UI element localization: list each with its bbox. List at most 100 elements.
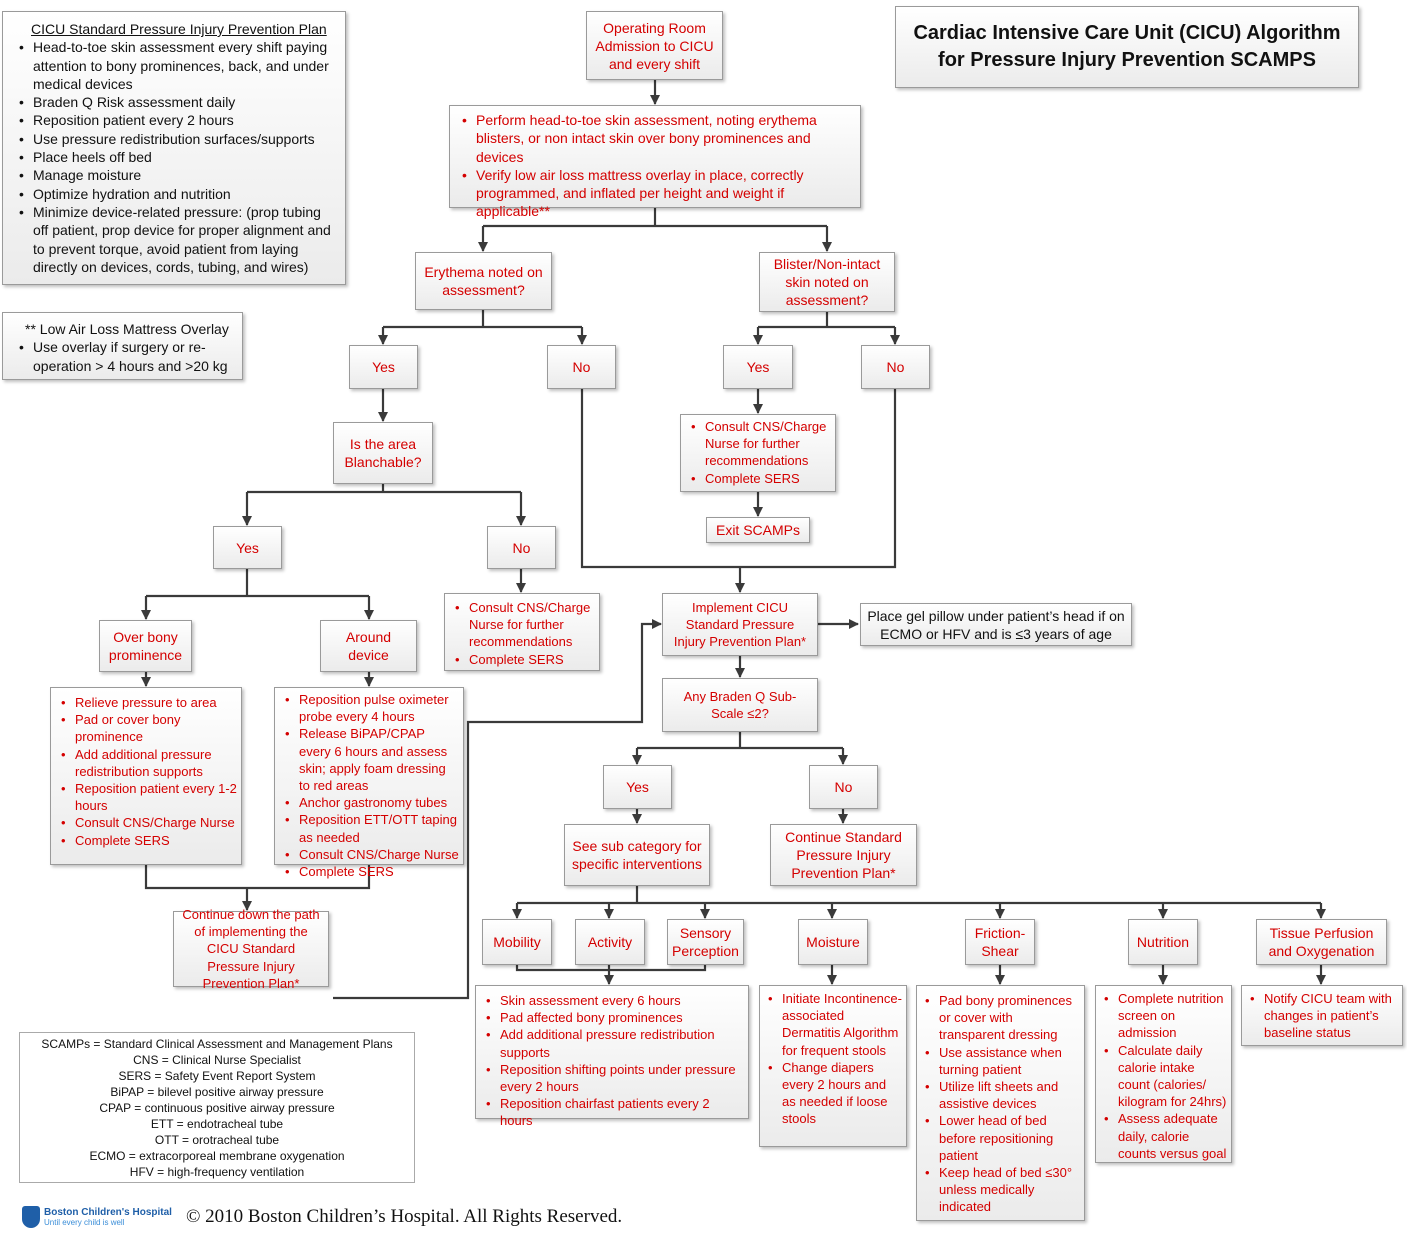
node-blanchable-no: No: [487, 526, 556, 569]
list-item: Pad affected bony prominences: [486, 1009, 744, 1026]
hospital-logo: Boston Children's Hospital Until every c…: [22, 1206, 172, 1228]
list-item: Calculate daily calorie intake count (ca…: [1104, 1042, 1227, 1111]
list-item: Pad bony prominences or cover with trans…: [925, 992, 1080, 1044]
list-item: Reposition chairfast patients every 2 ho…: [486, 1095, 744, 1129]
standard-plan-list: Head-to-toe skin assessment every shift …: [13, 38, 337, 276]
node-blister-consult: Consult CNS/Charge Nurse for further rec…: [680, 414, 836, 492]
list-item: Change diapers every 2 hours and as need…: [768, 1059, 902, 1128]
node-around-device: Around device: [320, 620, 417, 672]
node-device-actions: Reposition pulse oximeter probe every 4 …: [274, 687, 464, 880]
legend-item: OTT = orotracheal tube: [154, 1133, 280, 1147]
shield-icon: [22, 1206, 40, 1228]
node-blister-yes: Yes: [723, 345, 793, 389]
overlay-note-heading: ** Low Air Loss Mattress Overlay: [25, 321, 229, 337]
list-item: Consult CNS/Charge Nurse for further rec…: [455, 599, 595, 651]
page-title: Cardiac Intensive Care Unit (CICU) Algor…: [895, 6, 1359, 88]
node-friction-shear: Friction-Shear: [965, 919, 1035, 965]
node-braden-question: Any Braden Q Sub-Scale ≤2?: [662, 678, 818, 732]
list-item: Use overlay if surgery or re-operation >…: [19, 338, 234, 375]
list-item: Reposition patient every 1-2 hours: [61, 780, 237, 814]
abbreviations-legend: SCAMPs = Standard Clinical Assessment an…: [19, 1032, 415, 1183]
node-continue-path: Continue down the path of implementing t…: [173, 907, 329, 991]
legend-item: BiPAP = bilevel positive airway pressure: [110, 1085, 324, 1099]
list-item: Minimize device-related pressure: (prop …: [19, 203, 337, 276]
node-tissue-actions: Notify CICU team with changes in patient…: [1241, 985, 1403, 1046]
node-blanchable-question: Is the area Blanchable?: [333, 422, 433, 484]
edge: [333, 619, 662, 1000]
list-item: Complete SERS: [285, 863, 459, 880]
node-blister-no: No: [861, 345, 930, 389]
list-item: Complete SERS: [61, 832, 237, 849]
node-erythema-no: No: [547, 345, 616, 389]
node-implement-plan: Implement CICU Standard Pressure Injury …: [662, 593, 818, 656]
node-blanchable-yes: Yes: [213, 526, 282, 569]
list-item: Add additional pressure redistribution s…: [61, 746, 237, 780]
list-item: Notify CICU team with changes in patient…: [1250, 990, 1398, 1042]
legend-item: CPAP = continuous positive airway pressu…: [99, 1101, 335, 1115]
list-item: Reposition pulse oximeter probe every 4 …: [285, 691, 459, 725]
legend-item: SERS = Safety Event Report System: [118, 1069, 316, 1083]
list-item: Optimize hydration and nutrition: [19, 185, 337, 204]
copyright-notice: © 2010 Boston Children’s Hospital. All R…: [186, 1206, 623, 1227]
list-item: Anchor gastronomy tubes: [285, 794, 459, 811]
list-item: Use assistance when turning patient: [925, 1044, 1080, 1078]
node-erythema-question: Erythema noted on assessment?: [415, 252, 552, 310]
list-item: Lower head of bed before repositioning p…: [925, 1112, 1080, 1164]
node-nutrition-actions: Complete nutrition screen on admission C…: [1095, 985, 1232, 1163]
node-mobility-actions: Skin assessment every 6 hours Pad affect…: [475, 985, 749, 1128]
list-item: Complete nutrition screen on admission: [1104, 990, 1227, 1042]
list-item: Place heels off bed: [19, 148, 337, 167]
list-item: Relieve pressure to area: [61, 694, 237, 711]
standard-plan-panel: CICU Standard Pressure Injury Prevention…: [2, 11, 346, 285]
legend-item: HFV = high-frequency ventilation: [129, 1165, 305, 1179]
node-over-bony-prominence: Over bony prominence: [99, 620, 192, 672]
edge: [580, 389, 740, 569]
node-moisture-actions: Initiate Incontinence-associated Dermati…: [759, 985, 907, 1147]
node-moisture: Moisture: [798, 919, 868, 965]
list-item: Consult CNS/Charge Nurse for further rec…: [691, 418, 831, 470]
node-braden-no: No: [809, 765, 878, 809]
standard-plan-heading: CICU Standard Pressure Injury Prevention…: [31, 21, 327, 37]
list-item: Utilize lift sheets and assistive device…: [925, 1078, 1080, 1112]
list-item: Initiate Incontinence-associated Dermati…: [768, 990, 902, 1059]
node-erythema-yes: Yes: [349, 345, 418, 389]
list-item: Use pressure redistribution surfaces/sup…: [19, 130, 337, 149]
list-item: Verify low air loss mattress overlay in …: [462, 166, 854, 221]
node-sensory-perception: Sensory Perception: [667, 919, 744, 965]
node-blister-question: Blister/Non-intact skin noted on assessm…: [759, 252, 895, 312]
list-item: Skin assessment every 6 hours: [486, 992, 744, 1009]
list-item: Head-to-toe skin assessment every shift …: [19, 38, 337, 93]
list-item: Pad or cover bony prominence: [61, 711, 237, 745]
legend-item: ECMO = extracorporeal membrane oxygenati…: [89, 1149, 345, 1163]
list-item: Complete SERS: [691, 470, 831, 487]
list-item: Keep head of bed ≤30° unless medically i…: [925, 1164, 1080, 1216]
list-item: Complete SERS: [455, 651, 595, 668]
node-friction-actions: Pad bony prominences or cover with trans…: [916, 985, 1085, 1221]
list-item: Reposition patient every 2 hours: [19, 111, 337, 130]
legend-item: ETT = endotracheal tube: [150, 1117, 284, 1131]
list-item: Consult CNS/Charge Nurse: [285, 846, 459, 863]
node-mobility: Mobility: [482, 919, 552, 965]
node-exit-scamps: Exit SCAMPs: [706, 517, 810, 543]
node-blanchable-consult: Consult CNS/Charge Nurse for further rec…: [444, 593, 600, 671]
node-braden-yes: Yes: [603, 765, 672, 809]
list-item: Manage moisture: [19, 166, 337, 185]
node-continue-standard: Continue Standard Pressure Injury Preven…: [770, 824, 917, 886]
list-item: Release BiPAP/CPAP every 6 hours and ass…: [285, 725, 459, 794]
list-item: Reposition ETT/OTT taping as needed: [285, 811, 459, 845]
logo-name: Boston Children's Hospital: [44, 1207, 172, 1218]
list-item: Assess adequate daily, calorie counts ve…: [1104, 1110, 1227, 1162]
logo-tagline: Until every child is well: [44, 1218, 125, 1227]
list-item: Reposition shifting points under pressur…: [486, 1061, 744, 1095]
legend-item: SCAMPs = Standard Clinical Assessment an…: [41, 1037, 393, 1051]
legend-item: CNS = Clinical Nurse Specialist: [133, 1053, 301, 1067]
list-item: Braden Q Risk assessment daily: [19, 93, 337, 112]
node-skin-assessment: Perform head-to-toe skin assessment, not…: [449, 105, 861, 219]
node-bony-actions: Relieve pressure to area Pad or cover bo…: [50, 687, 242, 865]
list-item: Add additional pressure redistribution s…: [486, 1026, 744, 1060]
overlay-note-list: Use overlay if surgery or re-operation >…: [13, 338, 234, 375]
node-activity: Activity: [575, 919, 645, 965]
node-nutrition: Nutrition: [1128, 919, 1198, 965]
node-sub-category: See sub category for specific interventi…: [564, 824, 710, 886]
